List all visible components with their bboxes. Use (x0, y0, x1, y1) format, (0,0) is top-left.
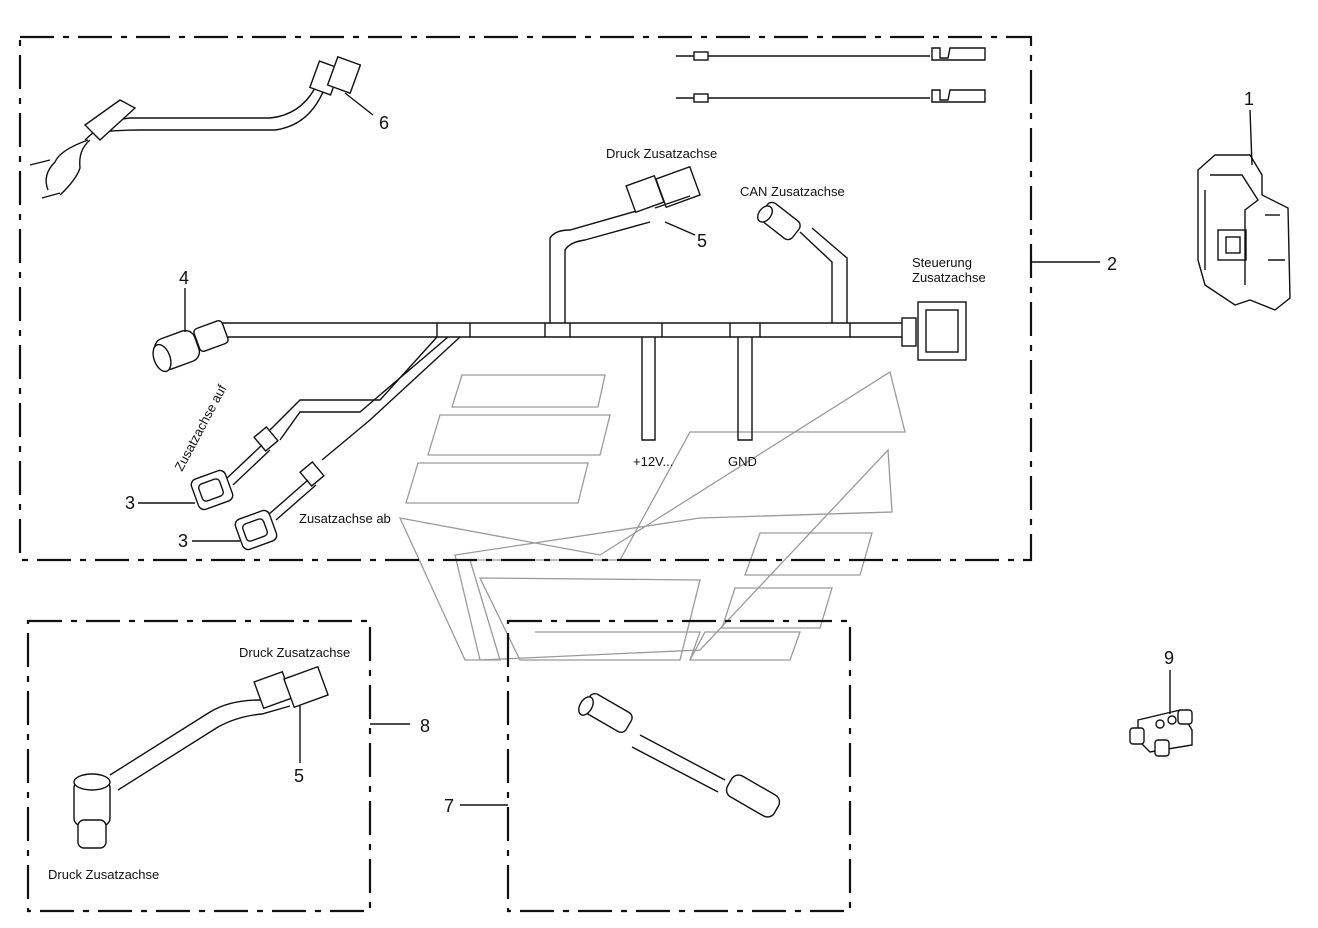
label-zusatzachse-ab: Zusatzachse ab (299, 511, 391, 526)
wiring-harness-icon (222, 209, 905, 461)
label-zusatzachse-auf: Zusatzachse auf (171, 382, 229, 474)
kit-7-frame (506, 619, 852, 913)
valve-connector-icon[interactable] (234, 460, 325, 551)
round-connector-icon[interactable] (150, 320, 230, 374)
valve-connector-icon[interactable] (190, 425, 279, 511)
callout-1: 1 (1244, 89, 1254, 109)
label-druck-zusatzachse: Druck Zusatzachse (606, 146, 717, 161)
watermark-logo (398, 370, 906, 661)
callout-3: 3 (125, 493, 135, 513)
pigtail-connector-icon[interactable] (29, 55, 362, 199)
label-gnd: GND (728, 454, 757, 469)
callout-2: 2 (1107, 254, 1117, 274)
t-distributor-icon[interactable] (1129, 709, 1193, 757)
pressure-connector-icon[interactable] (625, 165, 701, 214)
callout-6: 6 (379, 113, 389, 133)
can-connector-icon[interactable] (755, 200, 803, 242)
callout-4: 4 (179, 268, 189, 288)
label-druck-zusatzachse-kit8: Druck Zusatzachse (239, 645, 350, 660)
callout-9: 9 (1164, 648, 1174, 668)
callout-8: 8 (420, 716, 430, 736)
pressure-adapter-cable-icon[interactable] (73, 665, 329, 849)
label-plus-12v: +12V... (633, 454, 673, 469)
callout-5: 5 (294, 766, 304, 786)
loose-wire-contacts-icon (676, 47, 986, 103)
label-steuerung: Steuerung (912, 255, 972, 270)
callout-5: 5 (697, 231, 707, 251)
label-druck-zusatzachse-bottom: Druck Zusatzachse (48, 867, 159, 882)
control-unit-icon[interactable] (1197, 154, 1291, 311)
can-extension-cable-icon[interactable] (576, 691, 783, 819)
label-can-zusatzachse: CAN Zusatzachse (740, 184, 845, 199)
callout-3: 3 (178, 531, 188, 551)
callout-7: 7 (444, 796, 454, 816)
leader-lines (138, 92, 1253, 806)
kit-8-frame (26, 619, 372, 913)
label-steuerung-zusatzachse: Zusatzachse (912, 270, 986, 285)
kit-2-frame (18, 35, 1033, 562)
control-connector-icon[interactable] (901, 301, 967, 361)
